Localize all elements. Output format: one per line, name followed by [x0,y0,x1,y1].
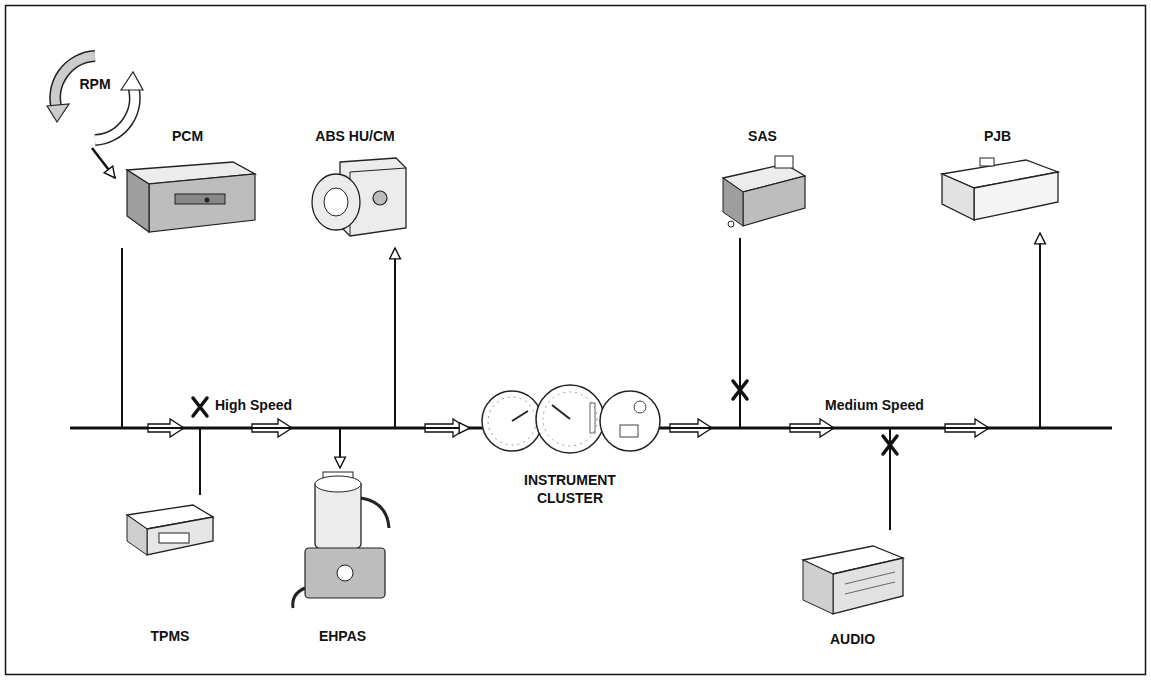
node-label: EHPAS [319,628,366,646]
network-connector [122,248,340,468]
frame-border [6,6,1146,675]
node-label: INSTRUMENT CLUSTER [505,472,635,507]
sas-module: SAS [715,128,810,238]
network-connector [122,248,200,495]
pcm-module: PCM [115,128,260,248]
rpm-signal-icon-illustration [45,48,145,148]
tpms-module: TPMS [115,495,225,645]
audio-unit: AUDIO [795,530,910,648]
network-connector [122,248,395,428]
node-label: SAS [748,128,777,146]
pcm-module-illustration [115,128,260,248]
tpms-module-illustration [115,495,225,645]
network-connector [670,238,740,428]
node-label: TPMS [151,628,190,646]
node-label: PJB [984,128,1011,146]
pjb-junction-box: PJB [930,128,1065,233]
ehpas-pump: EHPAS [285,468,400,645]
bus-label: High Speed [212,397,295,413]
rpm-signal-icon: RPM [45,48,145,148]
network-connector [122,248,470,428]
sas-module-illustration [715,128,810,238]
bus-label: Medium Speed [822,397,927,413]
abs-hydraulic-unit: ABS HU/CM [300,128,410,248]
instrument-cluster-illustration [470,385,670,507]
abs-hydraulic-unit-illustration [300,128,410,248]
network-connector [92,148,115,178]
instrument-cluster: INSTRUMENT CLUSTER [470,385,670,507]
network-connector [670,428,890,530]
audio-unit-illustration [795,530,910,648]
network-connector [670,233,1040,428]
node-label: ABS HU/CM [315,128,394,146]
blocked-cross [193,381,897,454]
node-label: PCM [172,128,203,146]
node-label: RPM [79,76,110,94]
ehpas-pump-illustration [285,468,400,645]
node-label: AUDIO [830,631,875,649]
